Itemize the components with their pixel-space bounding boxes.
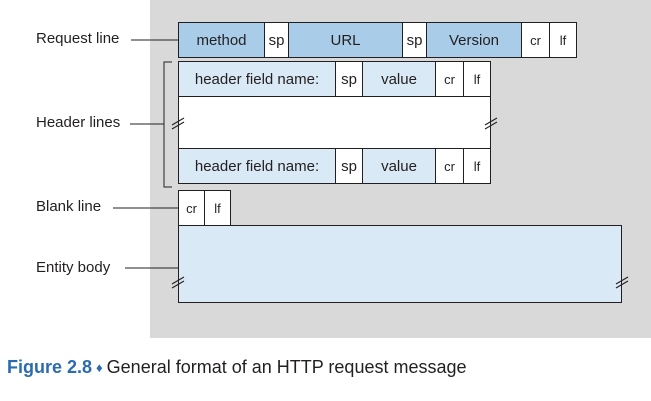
header-lines-label: Header lines <box>36 114 121 131</box>
diamond-icon: ♦ <box>96 360 103 375</box>
caption-text: General format of an HTTP request messag… <box>106 357 467 377</box>
method-field: method <box>178 22 265 58</box>
break-mark <box>615 280 629 289</box>
entity-body-box <box>178 225 622 303</box>
break-mark <box>171 121 185 130</box>
header-field-name: header field name: <box>178 148 336 184</box>
break-mark <box>484 121 498 130</box>
lf-field: lf <box>549 22 577 58</box>
request-line-label: Request line <box>36 30 120 47</box>
header-field-name: header field name: <box>178 61 336 97</box>
header-value: value <box>362 148 436 184</box>
blank-line-label: Blank line <box>36 198 102 215</box>
figure-number: Figure 2.8 <box>7 357 93 377</box>
lf-field: lf <box>204 190 231 226</box>
break-mark <box>171 117 185 126</box>
url-field: URL <box>288 22 403 58</box>
entity-body-label: Entity body <box>36 259 111 276</box>
break-mark <box>171 276 185 285</box>
break-mark <box>484 117 498 126</box>
header-lines-continuation <box>178 96 491 149</box>
break-mark <box>615 276 629 285</box>
figure-caption: Figure 2.8♦General format of an HTTP req… <box>7 357 467 378</box>
lf-field: lf <box>463 148 491 184</box>
break-mark <box>171 280 185 289</box>
cr-field: cr <box>178 190 205 226</box>
header-value: value <box>362 61 436 97</box>
